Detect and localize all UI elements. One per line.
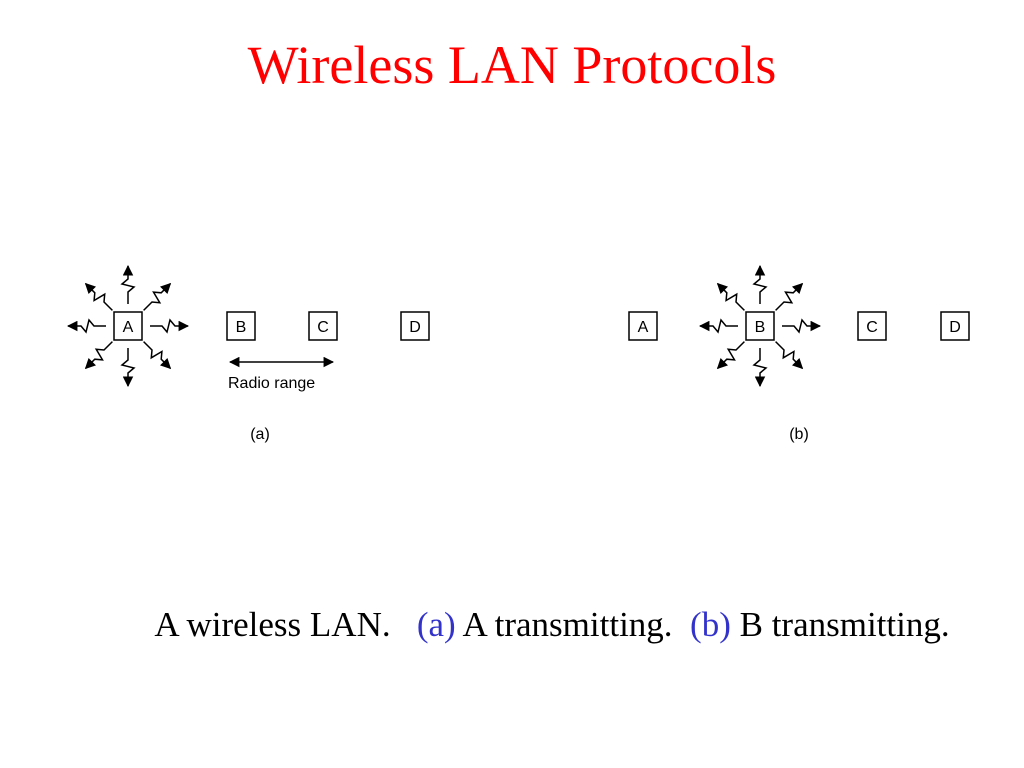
panel-a: A B C D Radio range (a) bbox=[66, 264, 430, 443]
radio-range-label: Radio range bbox=[228, 375, 315, 392]
panel-a-label: (a) bbox=[250, 426, 270, 443]
node-b-label: B bbox=[236, 319, 247, 336]
radio-wave-ray bbox=[752, 348, 768, 388]
node-c-label: C bbox=[317, 319, 329, 336]
radio-wave-ray bbox=[120, 264, 136, 304]
panel-b: A B C D (b) bbox=[628, 264, 970, 443]
radio-wave-ray bbox=[782, 318, 822, 334]
node-d-box bbox=[400, 311, 430, 341]
radio-wave-ray bbox=[698, 318, 738, 334]
node-b-box bbox=[745, 311, 775, 341]
caption: A wireless LAN. (a) A transmitting. (b) … bbox=[112, 600, 992, 650]
radio-wave-ray bbox=[150, 318, 190, 334]
slide-title: Wireless LAN Protocols bbox=[247, 35, 777, 95]
node-c-label: C bbox=[866, 319, 878, 336]
caption-marker-a: (a) bbox=[416, 605, 456, 644]
caption-b-text: B transmitting. bbox=[739, 605, 950, 644]
node-c-box bbox=[308, 311, 338, 341]
node-b-label: B bbox=[755, 319, 766, 336]
caption-a-text: A transmitting. bbox=[462, 605, 673, 644]
node-d-label: D bbox=[409, 319, 421, 336]
node-a-label: A bbox=[123, 319, 134, 336]
radio-wave-ray bbox=[775, 282, 804, 311]
radio-wave-ray bbox=[143, 282, 172, 311]
radio-wave-ray bbox=[84, 282, 113, 311]
transmission-rays-b bbox=[698, 264, 822, 388]
node-a-box bbox=[113, 311, 143, 341]
node-a-box bbox=[628, 311, 658, 341]
radio-wave-ray bbox=[66, 318, 106, 334]
caption-intro: A wireless LAN. bbox=[154, 605, 391, 644]
radio-wave-ray bbox=[84, 341, 113, 370]
radio-wave-ray bbox=[143, 341, 172, 370]
radio-wave-ray bbox=[775, 341, 804, 370]
radio-wave-ray bbox=[716, 341, 745, 370]
radio-wave-ray bbox=[716, 282, 745, 311]
node-d-label: D bbox=[949, 319, 961, 336]
radio-wave-ray bbox=[120, 348, 136, 388]
transmission-rays-a bbox=[66, 264, 190, 388]
panel-b-label: (b) bbox=[789, 426, 809, 443]
node-d-box bbox=[940, 311, 970, 341]
node-c-box bbox=[857, 311, 887, 341]
node-b-box bbox=[226, 311, 256, 341]
radio-wave-ray bbox=[752, 264, 768, 304]
caption-marker-b: (b) bbox=[690, 605, 731, 644]
node-a-label: A bbox=[638, 319, 649, 336]
